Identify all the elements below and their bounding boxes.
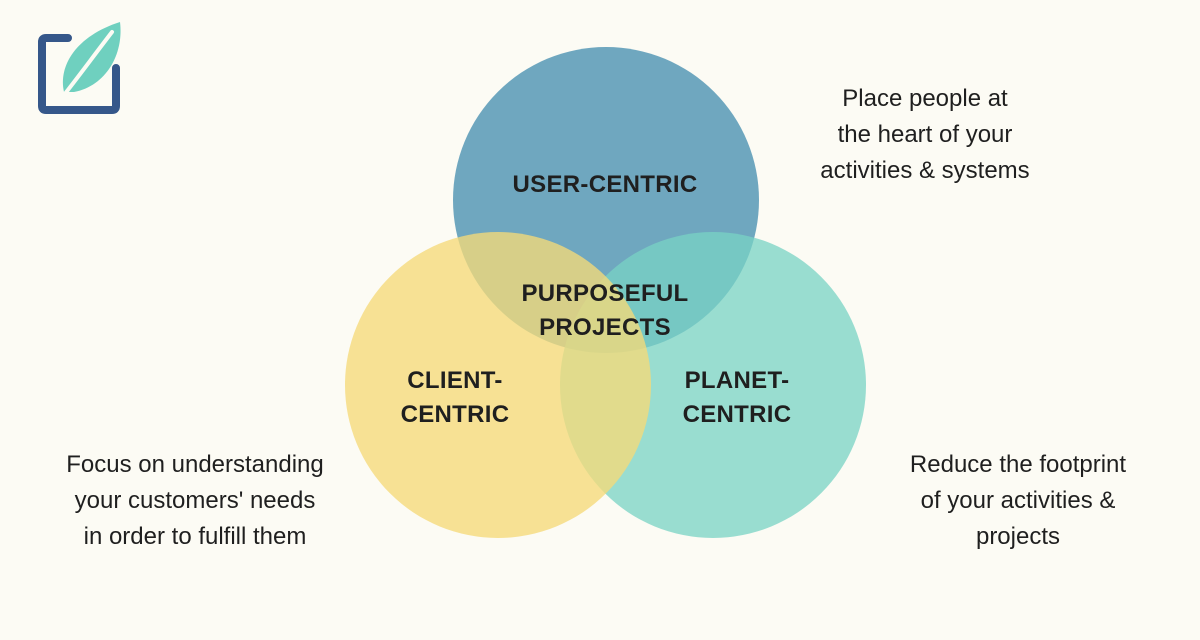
planet-centric-circle — [560, 232, 866, 538]
user-description-line-3: activities & systems — [820, 157, 1030, 184]
logo-frame — [38, 38, 120, 114]
planet-description-line-2: of your activities & — [920, 487, 1116, 514]
user-centric-label: USER-CENTRIC — [470, 168, 740, 202]
client-centric-label: CLIENT- CENTRIC — [365, 364, 545, 432]
planet-description-line-1: Reduce the footprint — [909, 451, 1127, 478]
planet-centric-description: Reduce the footprint of your activities … — [878, 447, 1158, 555]
center-label-line-2: PROJECTS — [539, 314, 671, 341]
planet-label-line-2: CENTRIC — [682, 401, 792, 428]
user-centric-text: USER-CENTRIC — [512, 171, 698, 198]
client-label-line-2: CENTRIC — [400, 401, 510, 428]
user-centric-description: Place people at the heart of your activi… — [790, 81, 1060, 189]
logo-leaf-vein — [58, 30, 114, 102]
client-centric-circle — [345, 232, 651, 538]
center-label-line-1: PURPOSEFUL — [521, 280, 689, 307]
logo-frame-top — [38, 34, 72, 46]
purposeful-projects-label: PURPOSEFUL PROJECTS — [490, 277, 720, 345]
client-description-line-3: in order to fulfill them — [83, 523, 307, 550]
client-centric-description: Focus on understanding your customers' n… — [30, 447, 360, 555]
planet-description-line-3: projects — [975, 523, 1061, 550]
leaf-logo-icon — [38, 22, 121, 114]
planet-label-line-1: PLANET- — [684, 367, 790, 394]
user-description-line-2: the heart of your — [837, 121, 1013, 148]
client-description-line-1: Focus on understanding — [66, 451, 324, 478]
client-description-line-2: your customers' needs — [74, 487, 316, 514]
planet-centric-label: PLANET- CENTRIC — [647, 364, 827, 432]
client-label-line-1: CLIENT- — [407, 367, 503, 394]
user-description-line-1: Place people at — [842, 85, 1008, 112]
